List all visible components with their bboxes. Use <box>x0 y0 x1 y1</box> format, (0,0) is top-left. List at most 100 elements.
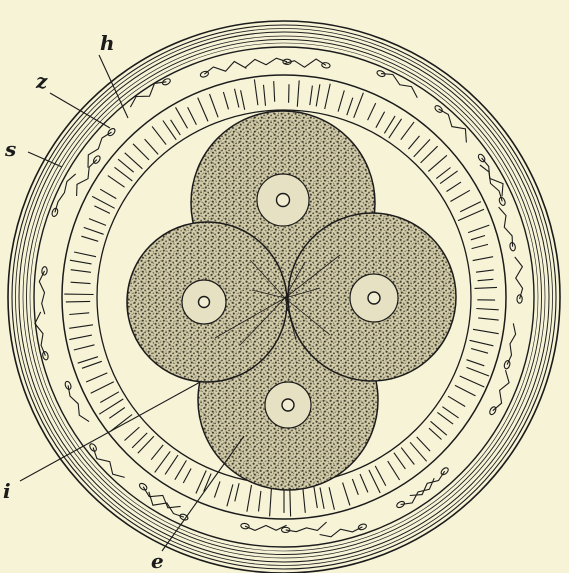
zona-striation <box>133 144 149 160</box>
zona-striation <box>89 219 106 226</box>
zona-striation <box>375 466 386 486</box>
zona-striation <box>388 461 400 480</box>
zona-striation <box>111 415 133 432</box>
zona-striation <box>314 487 317 508</box>
zona-striation <box>360 474 368 492</box>
zona-striation <box>478 279 494 280</box>
zona-striation <box>320 488 324 509</box>
zona-striation <box>470 340 494 346</box>
spermatozoon <box>88 127 116 167</box>
zona-striation <box>163 121 176 140</box>
zona-striation <box>247 485 252 512</box>
zona-striation <box>389 119 402 138</box>
zona-striation <box>325 84 331 109</box>
zona-striation <box>94 206 110 214</box>
spermatozoon <box>503 323 515 369</box>
zona-striation <box>431 421 447 435</box>
zona-striation <box>86 373 107 382</box>
zona-striation <box>204 474 211 492</box>
zona-striation <box>472 244 488 248</box>
zona-striation <box>152 127 166 145</box>
zona-striation <box>316 84 320 106</box>
zona-striation <box>71 270 91 273</box>
zona-striation <box>450 190 470 201</box>
zona-striation <box>468 225 489 233</box>
zona-striation <box>478 318 499 320</box>
zona-striation <box>297 80 299 106</box>
zona-striation <box>100 392 119 403</box>
zona-striation <box>274 81 275 102</box>
zona-striation <box>198 98 208 122</box>
zona-striation <box>84 227 104 234</box>
zona-striation <box>71 282 91 283</box>
zona-striation <box>241 90 245 110</box>
zona-striation <box>447 182 462 191</box>
zona-striation <box>171 120 181 135</box>
nucleolus-top <box>277 194 290 207</box>
spermatozoon <box>240 523 286 531</box>
zona-striation <box>259 491 261 512</box>
spermatozoon <box>515 257 523 303</box>
label-s: s <box>4 137 16 161</box>
zona-striation <box>455 385 476 396</box>
zona-striation <box>145 139 159 154</box>
zona-striation <box>338 90 344 111</box>
zona-striation <box>473 329 499 333</box>
zona-striation <box>303 488 305 512</box>
zona-striation <box>290 489 291 517</box>
zona-striation <box>440 171 458 184</box>
spermatozoon <box>64 381 89 422</box>
spermatozoon <box>39 266 47 314</box>
zona-striation <box>155 451 171 472</box>
zona-striation <box>78 357 98 364</box>
zona-striation <box>100 189 116 198</box>
zona-striation <box>81 236 98 241</box>
zona-striation <box>329 487 334 509</box>
spermatozoon <box>200 62 247 79</box>
zona-striation <box>138 436 154 453</box>
zona-striation <box>235 89 239 108</box>
zona-striation <box>82 361 102 368</box>
zona-striation <box>264 85 266 106</box>
zona-striation <box>151 445 163 460</box>
zona-striation <box>476 270 494 272</box>
blastomere-right <box>288 213 456 381</box>
zona-striation <box>223 92 228 109</box>
spermatozoon <box>410 466 450 495</box>
spermatozoon <box>499 207 516 251</box>
zona-striation <box>183 469 191 484</box>
zona-striation <box>91 382 114 394</box>
zona-striation <box>429 428 442 439</box>
zona-striation <box>369 470 380 493</box>
zona-striation <box>352 479 358 495</box>
zona-striation <box>74 252 96 257</box>
zona-striation <box>460 376 485 387</box>
zona-striation <box>414 139 430 157</box>
zona-striation <box>343 483 350 506</box>
zona-striation <box>394 453 406 469</box>
zona-striation <box>70 260 92 264</box>
zona-striation <box>175 460 187 479</box>
label-h: h <box>100 31 115 55</box>
label-z: z <box>35 69 48 93</box>
spermatozoon <box>477 153 503 196</box>
zona-striation <box>69 313 89 315</box>
zona-striation <box>473 257 493 261</box>
zona-striation <box>476 309 498 310</box>
blastomeres <box>127 111 456 490</box>
zona-striation <box>210 94 219 117</box>
zona-striation <box>235 483 239 501</box>
zona-striation <box>69 335 92 340</box>
nucleolus-left <box>199 297 210 308</box>
zona-striation <box>408 136 419 149</box>
zona-striation <box>448 396 465 406</box>
zona-striation <box>69 325 93 329</box>
zona-striation <box>227 484 233 506</box>
zona-striation <box>270 487 272 516</box>
zona-striation <box>165 455 178 474</box>
zona-striation <box>214 481 220 497</box>
zona-striation <box>66 301 90 302</box>
zona-striation <box>437 412 453 424</box>
zona-striation <box>401 122 414 140</box>
